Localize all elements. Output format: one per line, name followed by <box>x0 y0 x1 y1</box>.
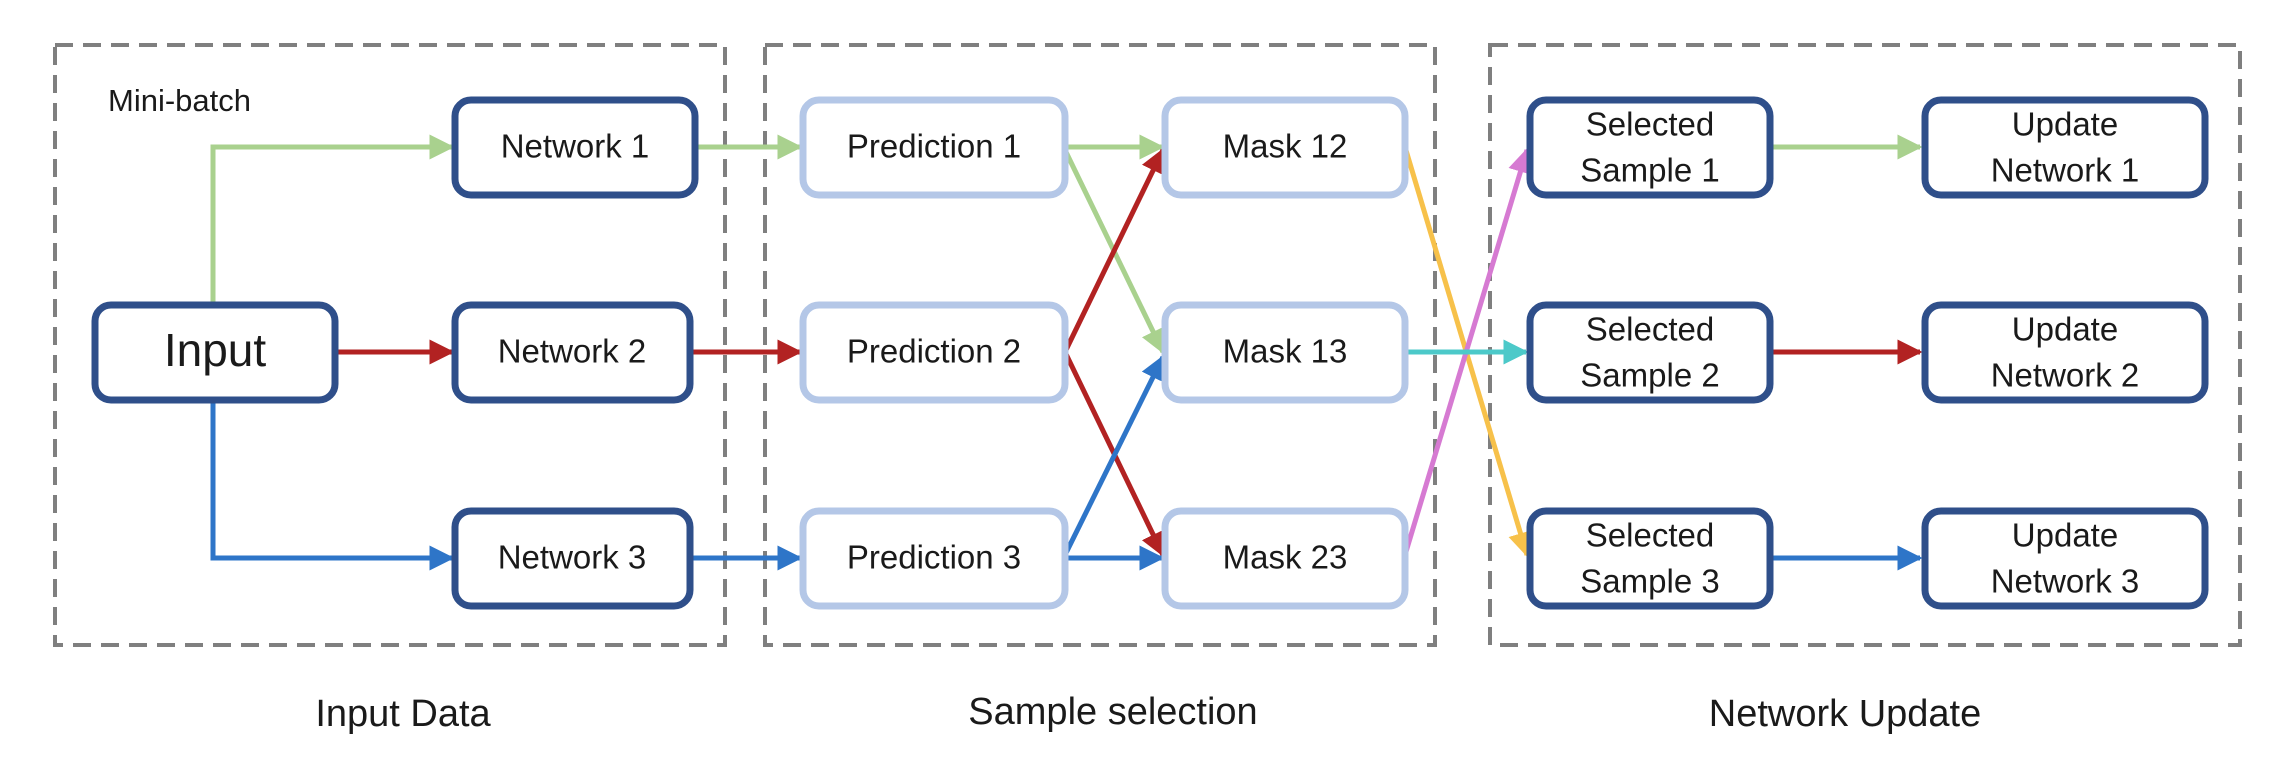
edge-input-network3 <box>210 400 455 571</box>
selected-sample-3-node: Selected Sample 3 <box>1526 507 1774 610</box>
prediction-2-node: Prediction 2 <box>799 301 1069 404</box>
selected-sample-2-node: Selected Sample 2 <box>1526 301 1774 404</box>
selected-sample-3-line1: Selected <box>1586 517 1714 554</box>
selected-sample-1-line2: Sample 1 <box>1580 152 1719 189</box>
network-3-node: Network 3 <box>451 507 694 610</box>
prediction-1-node: Prediction 1 <box>799 96 1069 199</box>
network-1-node: Network 1 <box>451 96 699 199</box>
update-network-3-line2: Network 3 <box>1991 563 2140 600</box>
update-network-3-node: Update Network 3 <box>1921 507 2209 610</box>
update-network-1-line2: Network 1 <box>1991 152 2140 189</box>
prediction-3-node: Prediction 3 <box>799 507 1069 610</box>
mask-13-label: Mask 13 <box>1223 333 1348 370</box>
update-network-2-line1: Update <box>2012 311 2118 348</box>
selected-sample-2-line2: Sample 2 <box>1580 357 1719 394</box>
mask-23-node: Mask 23 <box>1161 507 1409 610</box>
network-3-label: Network 3 <box>498 539 647 576</box>
mask-13-node: Mask 13 <box>1161 301 1409 404</box>
prediction-1-label: Prediction 1 <box>847 128 1021 165</box>
update-network-3-line1: Update <box>2012 517 2118 554</box>
prediction-2-label: Prediction 2 <box>847 333 1021 370</box>
input-data-group <box>53 43 727 647</box>
selected-sample-1-node: Selected Sample 1 <box>1526 96 1774 199</box>
mask-12-node: Mask 12 <box>1161 96 1409 199</box>
sample-selection-group <box>763 43 1437 647</box>
edge-prediction2-mask12 <box>1062 147 1166 354</box>
update-network-1-node: Update Network 1 <box>1921 96 2209 199</box>
input-node-label: Input <box>164 324 267 376</box>
update-network-2-node: Update Network 2 <box>1921 301 2209 404</box>
selected-sample-1-line1: Selected <box>1586 106 1714 143</box>
section-label-input-data: Input Data <box>315 693 491 735</box>
mask-12-label: Mask 12 <box>1223 128 1348 165</box>
prediction-3-label: Prediction 3 <box>847 539 1021 576</box>
input-node: Input <box>91 301 339 404</box>
mask-23-label: Mask 23 <box>1223 539 1348 576</box>
section-label-sample-selection: Sample selection <box>968 691 1257 733</box>
edge-prediction3-mask13 <box>1062 354 1166 557</box>
network-1-label: Network 1 <box>501 128 650 165</box>
network-2-label: Network 2 <box>498 333 647 370</box>
selected-sample-3-line2: Sample 3 <box>1580 563 1719 600</box>
section-label-network-update: Network Update <box>1709 693 1981 735</box>
update-network-2-line2: Network 2 <box>1991 357 2140 394</box>
update-network-1-line1: Update <box>2012 106 2118 143</box>
edge-input-network1 <box>210 134 455 305</box>
network-2-node: Network 2 <box>451 301 694 404</box>
network-update-group <box>1488 43 2242 647</box>
selected-sample-2-line1: Selected <box>1586 311 1714 348</box>
minibatch-label: Mini-batch <box>108 83 251 118</box>
